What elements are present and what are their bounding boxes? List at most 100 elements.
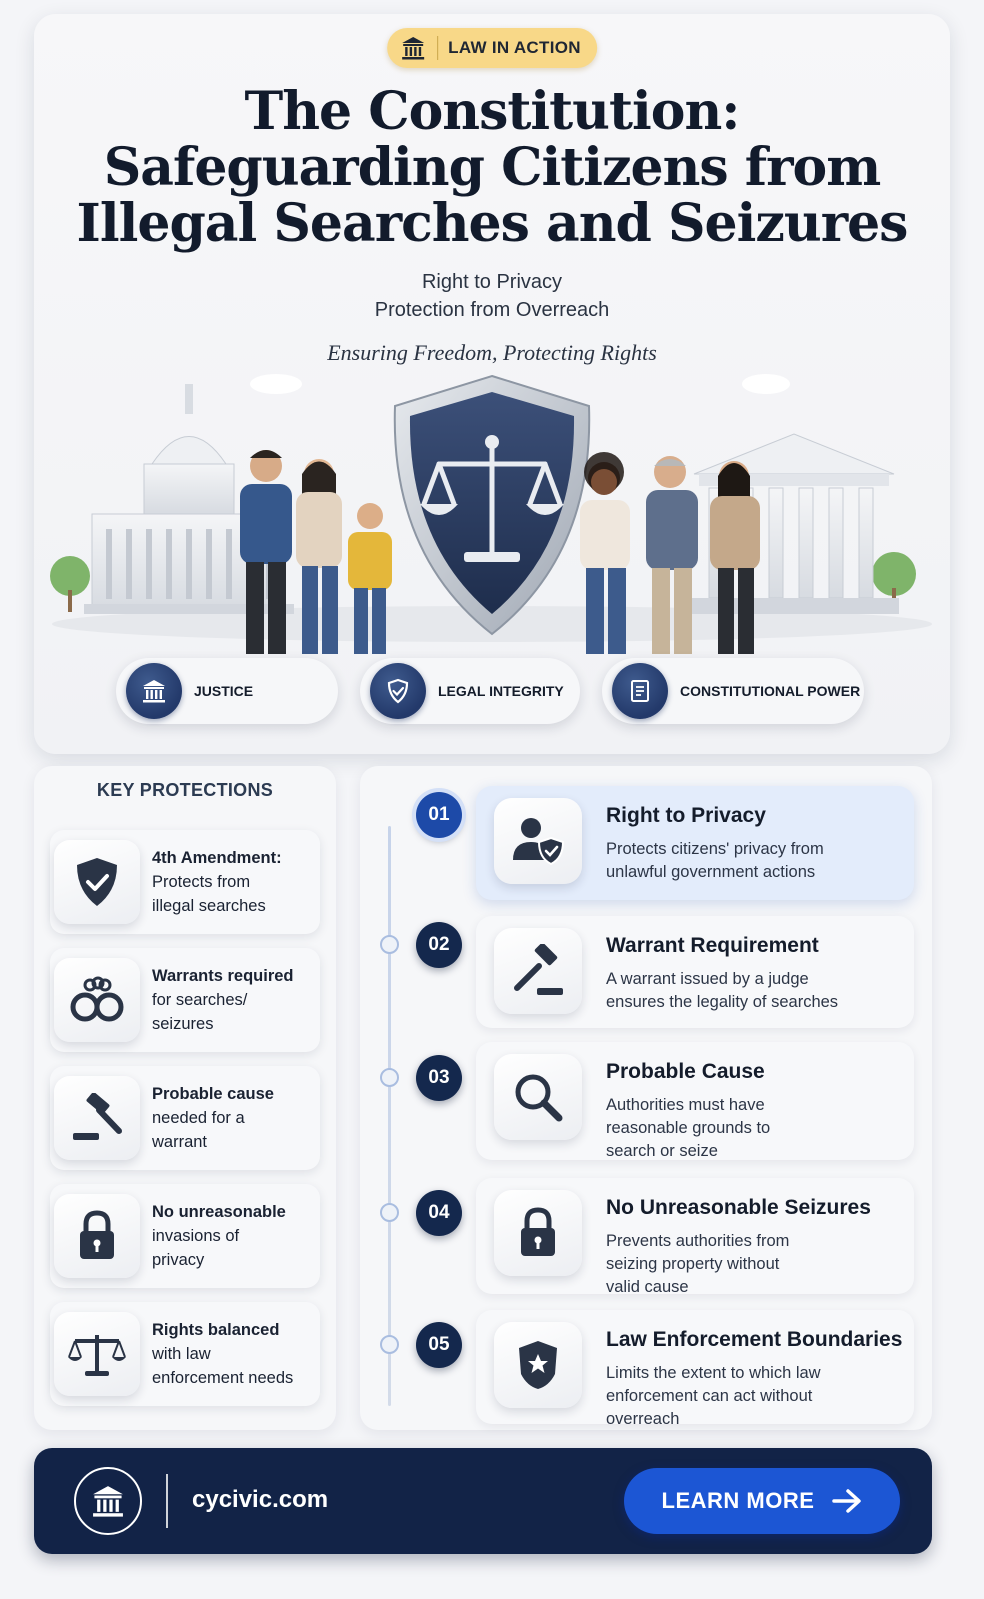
step-description: A warrant issued by a judge ensures the … — [606, 968, 896, 1014]
hero-subtitle: Right to Privacy Protection from Overrea… — [34, 268, 950, 324]
protection-text: Rights balanced with law enforcement nee… — [152, 1318, 316, 1390]
hero-card: LAW IN ACTION The Constitution: Safeguar… — [34, 14, 950, 754]
steps-timeline: 01 Right to Privacy Protects citizens' p… — [360, 766, 932, 1430]
value-pills: JUSTICE LEGAL INTEGRITY CONSTITUTIONAL — [116, 658, 876, 728]
protection-line: needed for a — [152, 1109, 245, 1127]
title-line-2: Safeguarding Citizens from — [103, 137, 882, 198]
title-line-3: Illegal Searches and Seizures — [76, 193, 909, 254]
pill-label: CONSTITUTIONAL POWER — [680, 683, 861, 699]
step-desc-line: overreach — [606, 1410, 680, 1428]
person-woman-arms-crossed — [580, 452, 630, 654]
gavel-icon — [54, 1076, 140, 1160]
courthouse-icon — [126, 663, 182, 719]
pill-label: LEGAL INTEGRITY — [438, 683, 564, 699]
handcuffs-icon — [54, 958, 140, 1042]
cloud — [250, 374, 302, 394]
shield-check-icon — [370, 663, 426, 719]
step-desc-line: unlawful government actions — [606, 863, 816, 881]
pill-label: JUSTICE — [194, 683, 254, 699]
step-title: Probable Cause — [606, 1060, 765, 1083]
step-number-badge: 02 — [416, 922, 462, 968]
arrow-right-icon — [832, 1489, 862, 1513]
timeline-dot — [380, 935, 399, 954]
step-number-badge: 03 — [416, 1055, 462, 1101]
step-desc-line: Limits the extent to which law — [606, 1364, 821, 1382]
pill-legal-integrity: LEGAL INTEGRITY — [360, 658, 580, 724]
protection-text: No unreasonable invasions of privacy — [152, 1200, 316, 1272]
protection-line: warrant — [152, 1133, 208, 1151]
protection-line: Protects from — [152, 873, 251, 891]
protection-text: 4th Amendment: Protects from illegal sea… — [152, 846, 316, 918]
badge-divider — [437, 36, 439, 60]
step-description: Protects citizens' privacy from unlawful… — [606, 838, 896, 884]
capitol-building — [84, 384, 294, 614]
title-line-1: The Constitution: — [244, 81, 741, 142]
pill-justice: JUSTICE — [116, 658, 338, 724]
step-title: Law Enforcement Boundaries — [606, 1328, 903, 1351]
document-icon — [612, 663, 668, 719]
gavel-icon — [494, 928, 582, 1014]
step-desc-line: Protects citizens' privacy from — [606, 840, 824, 858]
step-desc-line: valid cause — [606, 1278, 689, 1296]
step-title: No Unreasonable Seizures — [606, 1196, 871, 1219]
step-card-warrant-requirement[interactable]: Warrant Requirement A warrant issued by … — [476, 916, 914, 1028]
protection-bold: 4th Amendment: — [152, 849, 282, 867]
protection-item: Rights balanced with law enforcement nee… — [50, 1302, 320, 1406]
protection-text: Warrants required for searches/ seizures — [152, 964, 316, 1036]
step-desc-line: enforcement can act without — [606, 1387, 813, 1405]
site-link[interactable]: cycivic.com — [192, 1486, 329, 1513]
person-man-blue-hoodie — [240, 450, 292, 654]
magnifier-icon — [494, 1054, 582, 1140]
protection-text: Probable cause needed for a warrant — [152, 1082, 316, 1154]
step-card-right-to-privacy[interactable]: Right to Privacy Protects citizens' priv… — [476, 786, 914, 900]
person-boy-yellow — [348, 503, 392, 654]
law-in-action-badge: LAW IN ACTION — [387, 28, 597, 68]
cloud — [742, 374, 790, 394]
tree — [872, 552, 916, 596]
timeline-dot — [380, 1335, 399, 1354]
step-card-probable-cause[interactable]: Probable Cause Authorities must have rea… — [476, 1042, 914, 1160]
protection-line: invasions of — [152, 1227, 240, 1245]
courthouse-icon — [402, 37, 425, 60]
padlock-icon — [54, 1194, 140, 1278]
protection-item: Probable cause needed for a warrant — [50, 1066, 320, 1170]
subtitle-line-1: Right to Privacy — [421, 271, 563, 293]
protection-line: for searches/ — [152, 991, 248, 1009]
pill-constitutional-power: CONSTITUTIONAL POWER — [602, 658, 864, 724]
step-description: Prevents authorities from seizing proper… — [606, 1230, 896, 1299]
badge-label: LAW IN ACTION — [448, 38, 581, 57]
footer-bar: cycivic.com LEARN MORE — [34, 1448, 932, 1554]
shield-check-icon — [54, 840, 140, 924]
step-number-badge: 04 — [416, 1190, 462, 1236]
footer-divider — [166, 1474, 168, 1528]
padlock-icon — [494, 1190, 582, 1276]
step-desc-line: A warrant issued by a judge — [606, 970, 809, 988]
key-protections-panel: KEY PROTECTIONS 4th Amendment: Protects … — [34, 766, 336, 1430]
protection-line: enforcement needs — [152, 1369, 294, 1387]
protection-line: No unreasonable — [152, 1203, 286, 1221]
step-title: Right to Privacy — [606, 804, 766, 827]
courthouse-icon — [74, 1467, 142, 1535]
protection-line: Probable cause — [152, 1085, 274, 1103]
step-desc-line: ensures the legality of searches — [606, 993, 839, 1011]
learn-more-button[interactable]: LEARN MORE — [624, 1468, 900, 1534]
protection-item: 4th Amendment: Protects from illegal sea… — [50, 830, 320, 934]
protection-line: illegal searches — [152, 897, 266, 915]
protection-item: Warrants required for searches/ seizures — [50, 948, 320, 1052]
protection-line: Warrants required — [152, 967, 294, 985]
police-badge-icon — [494, 1322, 582, 1408]
step-desc-line: Authorities must have — [606, 1096, 765, 1114]
timeline-line — [388, 826, 391, 1406]
step-card-no-unreasonable-seizures[interactable]: No Unreasonable Seizures Prevents author… — [476, 1178, 914, 1296]
timeline-dot — [380, 1203, 399, 1222]
tree — [50, 556, 90, 596]
learn-more-label: LEARN MORE — [661, 1488, 815, 1513]
step-description: Authorities must have reasonable grounds… — [606, 1094, 896, 1163]
person-older-man — [646, 456, 698, 654]
protection-line: privacy — [152, 1251, 205, 1269]
person-woman-beige — [296, 459, 342, 654]
step-desc-line: Prevents authorities from — [606, 1232, 790, 1250]
step-card-law-enforcement-boundaries[interactable]: Law Enforcement Boundaries Limits the ex… — [476, 1310, 914, 1428]
step-desc-line: search or seize — [606, 1142, 718, 1160]
hero-illustration — [50, 374, 932, 654]
